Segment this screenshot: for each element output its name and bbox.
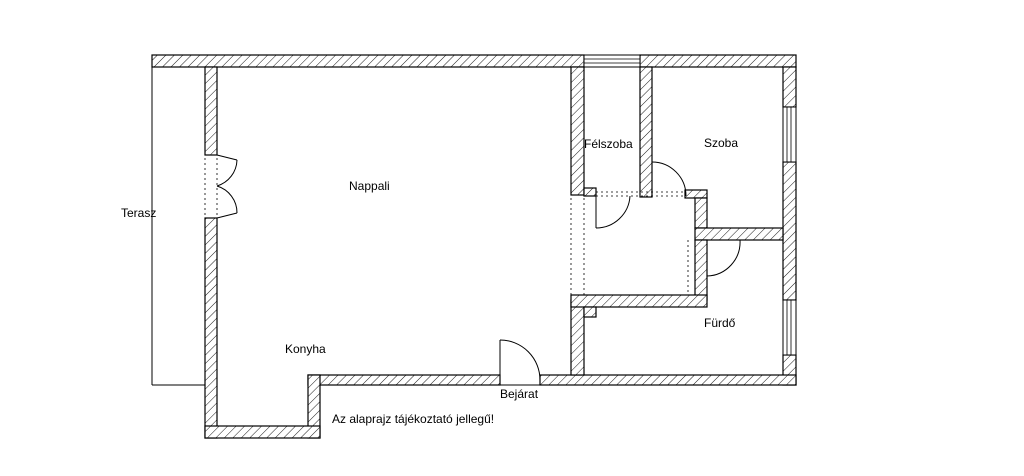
disclaimer-note: Az alaprajz tájékoztató jellegű! xyxy=(332,412,494,426)
window-top xyxy=(583,54,641,68)
door-terrace xyxy=(216,154,238,219)
label-terrace: Terasz xyxy=(121,206,156,220)
window-szoba xyxy=(782,106,797,163)
terrace-area xyxy=(151,67,205,386)
window-furdo xyxy=(782,299,797,356)
door-szoba xyxy=(651,161,687,197)
outer-walls xyxy=(151,54,797,439)
label-room: Szoba xyxy=(704,136,738,150)
label-kitchen: Konyha xyxy=(285,342,326,356)
interior-walls xyxy=(570,66,784,376)
label-bathroom: Fürdő xyxy=(704,316,736,330)
openings xyxy=(204,158,689,298)
label-living: Nappali xyxy=(349,179,390,193)
label-entrance: Bejárat xyxy=(500,387,539,401)
door-felszoba xyxy=(595,195,631,229)
door-entrance xyxy=(499,339,541,386)
label-half-room: Félszoba xyxy=(584,137,633,151)
door-bathroom xyxy=(706,239,741,277)
